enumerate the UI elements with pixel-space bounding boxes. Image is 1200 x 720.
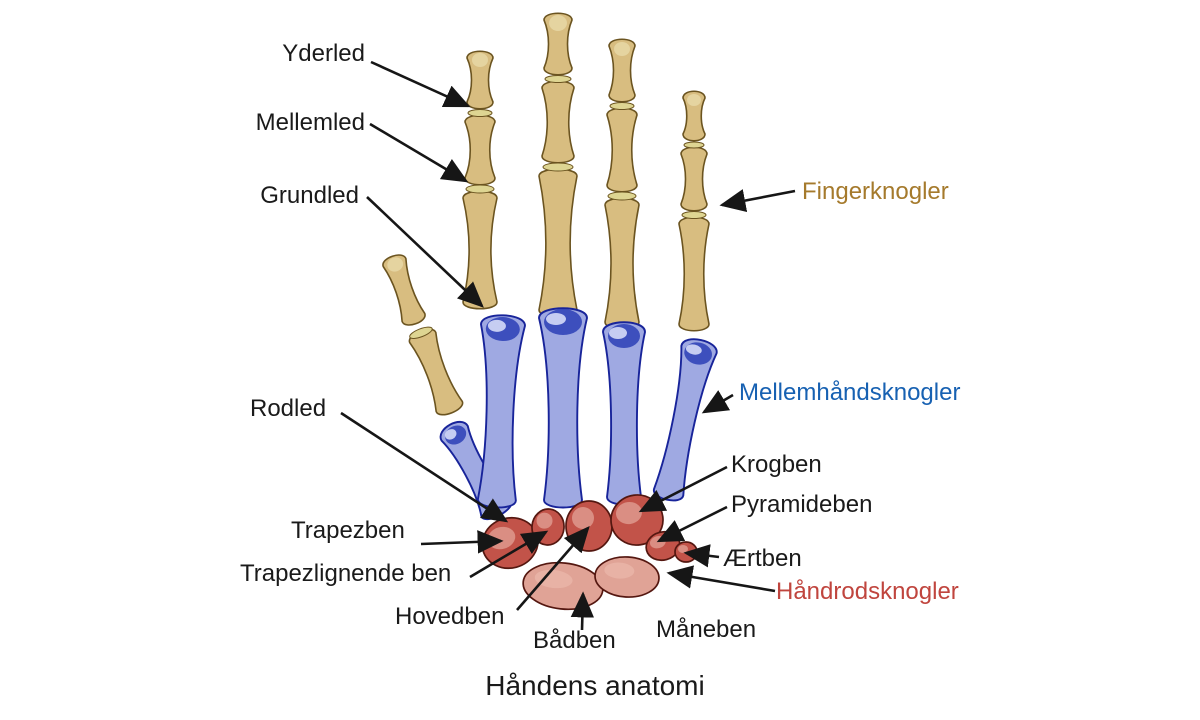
ring-distal-phalanx-bone xyxy=(608,38,636,103)
diagram-title: Håndens anatomi xyxy=(485,670,705,701)
label-mellemled: Mellemled xyxy=(255,109,365,136)
arrow-hovedben xyxy=(516,526,590,611)
arrow-pyramideben xyxy=(656,505,728,543)
scaphoid-bone xyxy=(522,561,604,611)
arrow-mellemled xyxy=(369,122,469,183)
label-grundled: Grundled xyxy=(260,182,359,209)
label-trapezlignende-ben: Trapezlignende ben xyxy=(240,560,452,587)
ring-pip-joint xyxy=(607,191,637,201)
metacarpal-bones-group xyxy=(439,307,718,521)
ring-proximal-phalanx-bone xyxy=(604,197,640,330)
index-distal-phalanx-bone xyxy=(466,50,494,110)
middle-distal-phalanx-bone xyxy=(543,12,573,76)
index-middle-phalanx-bone xyxy=(464,114,496,186)
ring-tip-highlight xyxy=(614,42,630,56)
label-fingerknogler: Fingerknogler xyxy=(802,178,949,205)
thumb-distal-phalanx xyxy=(382,254,426,326)
lunate-bone xyxy=(594,556,660,598)
index-pip-joint xyxy=(465,184,495,194)
index-tip-highlight xyxy=(472,53,488,67)
arrow-mellemhaandsknogler xyxy=(701,390,734,414)
label-yderled: Yderled xyxy=(282,40,365,67)
ring-dip-joint xyxy=(609,102,635,110)
arrow-fingerknogler xyxy=(719,189,796,213)
label-maaneben: Måneben xyxy=(656,616,757,643)
little-metacarpal-bone xyxy=(652,338,718,502)
middle-proximal-phalanx-bone xyxy=(538,168,578,318)
little-proximal-phalanx-bone xyxy=(678,216,710,332)
label-haandrodsknogler: Håndrodsknogler xyxy=(776,578,959,605)
label-mellemhaandsknogler: Mellemhåndsknogler xyxy=(739,379,961,406)
middle-metacarpal-bone xyxy=(538,307,588,509)
middle-middle-phalanx-bone xyxy=(541,80,575,164)
finger-bones-group xyxy=(382,12,710,416)
middle-dip-joint xyxy=(544,75,572,83)
arrow-yderled xyxy=(370,60,471,108)
little-middle-phalanx-bone xyxy=(680,146,708,212)
middle-pip-joint xyxy=(542,162,574,172)
arrow-haandrodsknogler xyxy=(666,565,776,593)
index-metacarpal-bone xyxy=(476,314,526,509)
arrow-krogben xyxy=(638,465,728,513)
little-pip-joint xyxy=(681,211,707,219)
ring-metacarpal-bone xyxy=(602,321,646,506)
arrow-rodled xyxy=(340,411,509,523)
arrow-aertben xyxy=(683,544,720,568)
label-hovedben: Hovedben xyxy=(395,603,505,630)
index-dip-joint xyxy=(467,109,493,117)
label-baadben: Bådben xyxy=(533,627,616,654)
middle-tip-highlight xyxy=(549,15,567,31)
little-tip-highlight xyxy=(687,94,701,106)
label-rodled: Rodled xyxy=(250,395,327,422)
thumb-proximal-phalanx xyxy=(408,326,464,416)
little-dip-joint xyxy=(683,141,705,149)
index-proximal-phalanx-bone xyxy=(462,190,498,310)
label-pyramideben: Pyramideben xyxy=(731,491,873,518)
arrow-grundled xyxy=(366,196,484,308)
arrow-baadben xyxy=(570,591,595,631)
arrow-trapezben xyxy=(420,530,504,554)
label-krogben: Krogben xyxy=(731,451,822,478)
label-trapezben: Trapezben xyxy=(291,517,405,544)
pisiform-bone xyxy=(674,541,698,563)
ring-middle-phalanx-bone xyxy=(606,107,638,193)
callout-arrows-group xyxy=(340,60,796,631)
label-aertben: Ærtben xyxy=(723,545,802,572)
arrow-trapezlignende-ben xyxy=(469,530,549,579)
